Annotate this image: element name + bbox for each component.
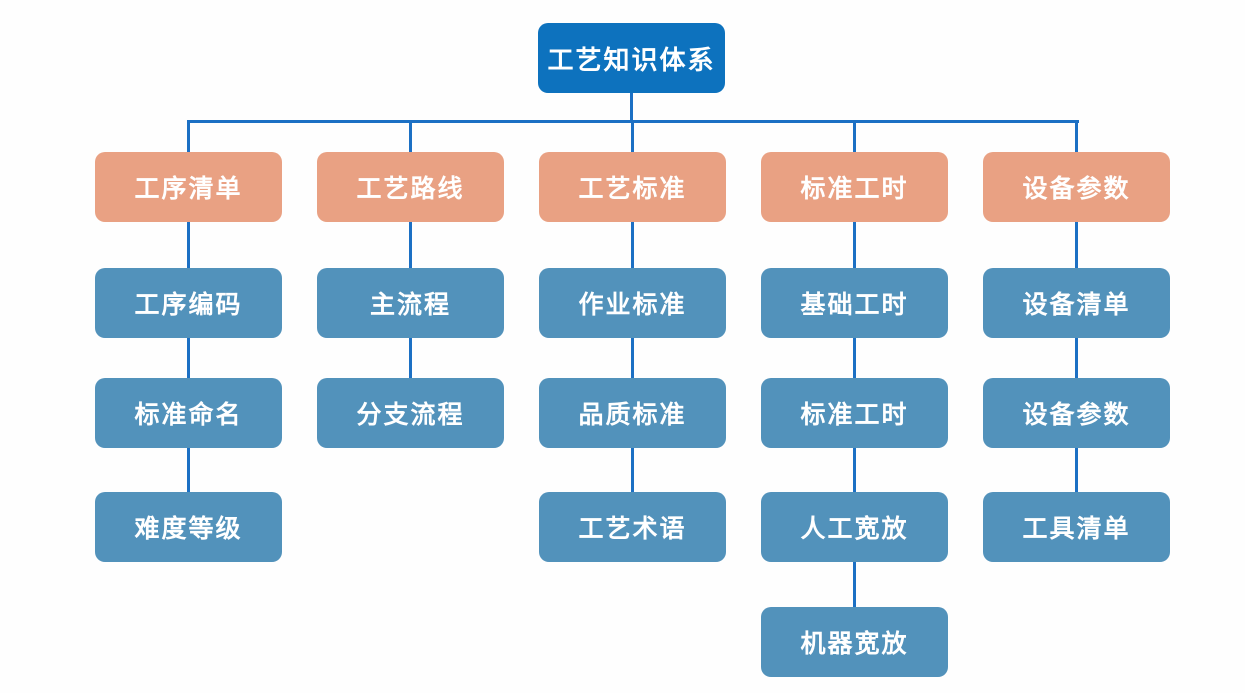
connector-line: [631, 121, 634, 152]
connector-line: [853, 222, 856, 268]
connector-line: [853, 448, 856, 492]
connector-line: [409, 121, 412, 152]
connector-line: [187, 448, 190, 492]
connector-line: [631, 222, 634, 268]
connector-line: [1075, 222, 1078, 268]
connector-line: [1075, 338, 1078, 378]
child-node: 工具清单: [983, 492, 1170, 562]
child-node: 基础工时: [761, 268, 948, 338]
connector-line: [187, 338, 190, 378]
child-node: 主流程: [317, 268, 504, 338]
connector-line: [853, 562, 856, 607]
child-node: 机器宽放: [761, 607, 948, 677]
branch-node: 设备参数: [983, 152, 1170, 222]
branch-column-5: 设备参数 设备清单 设备参数 工具清单: [983, 121, 1170, 562]
branch-node: 标准工时: [761, 152, 948, 222]
connector-line: [853, 121, 856, 152]
child-node: 工艺术语: [539, 492, 726, 562]
child-node: 作业标准: [539, 268, 726, 338]
branch-column-4: 标准工时 基础工时 标准工时 人工宽放 机器宽放: [761, 121, 948, 677]
child-node: 标准命名: [95, 378, 282, 448]
connector-line: [187, 222, 190, 268]
connector-line: [631, 338, 634, 378]
connector-line: [187, 121, 190, 152]
branch-node: 工序清单: [95, 152, 282, 222]
child-node: 分支流程: [317, 378, 504, 448]
connector-line: [1075, 448, 1078, 492]
connector-line: [409, 222, 412, 268]
child-node: 工序编码: [95, 268, 282, 338]
branch-column-3: 工艺标准 作业标准 品质标准 工艺术语: [539, 121, 726, 562]
connector-line: [853, 338, 856, 378]
branch-node: 工艺路线: [317, 152, 504, 222]
connector-line: [1075, 121, 1078, 152]
branch-column-2: 工艺路线 主流程 分支流程: [317, 121, 504, 448]
branch-node: 工艺标准: [539, 152, 726, 222]
connector-line: [409, 338, 412, 378]
root-node: 工艺知识体系: [538, 23, 725, 93]
child-node: 标准工时: [761, 378, 948, 448]
child-node: 人工宽放: [761, 492, 948, 562]
child-node: 难度等级: [95, 492, 282, 562]
child-node: 设备清单: [983, 268, 1170, 338]
branch-column-1: 工序清单 工序编码 标准命名 难度等级: [95, 121, 282, 562]
child-node: 设备参数: [983, 378, 1170, 448]
child-node: 品质标准: [539, 378, 726, 448]
root-stem-connector-line: [630, 93, 633, 122]
connector-line: [631, 448, 634, 492]
